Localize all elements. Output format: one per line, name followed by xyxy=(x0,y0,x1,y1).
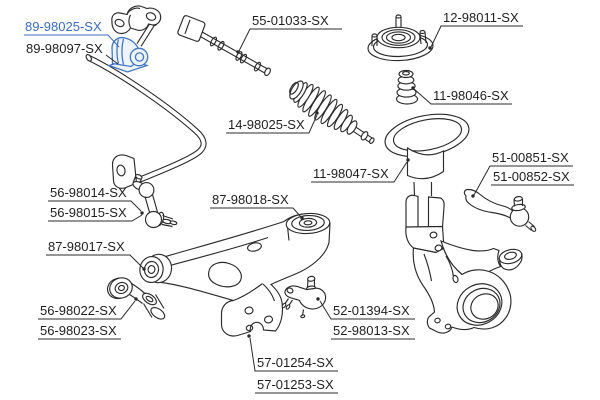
part-number-link[interactable]: 57-01254-SX xyxy=(257,355,334,370)
part-label-57-01254: 57-01254-SX xyxy=(247,334,338,372)
steering-knuckle xyxy=(405,181,523,334)
outer-tie-rod-end xyxy=(463,188,537,232)
part-label-89-98025: 89-98025-SX xyxy=(24,19,120,48)
control-arm-front-bushing xyxy=(139,253,173,284)
part-number-link[interactable]: 55-01033-SX xyxy=(252,13,329,28)
part-number-link[interactable]: 12-98011-SX xyxy=(443,10,519,25)
part-number-link[interactable]: 52-01394-SX xyxy=(333,303,410,318)
inner-tie-rod xyxy=(177,15,271,77)
lower-control-arm xyxy=(139,212,331,337)
part-label-89-98097: 89-98097-SX xyxy=(26,41,119,65)
stabilizer-bar-bracket xyxy=(111,5,162,35)
part-label-12-98011: 12-98011-SX xyxy=(428,10,523,50)
part-label-52-98013: 52-98013-SX xyxy=(331,323,415,340)
part-number-link[interactable]: 56-98023-SX xyxy=(40,323,117,338)
stabilizer-bar-end-bracket xyxy=(111,154,138,189)
stabilizer-bar xyxy=(85,16,207,183)
part-number-link[interactable]: 14-98025-SX xyxy=(228,117,305,132)
part-number-link[interactable]: 52-98013-SX xyxy=(333,323,410,338)
part-label-87-98018: 87-98018-SX xyxy=(210,192,304,220)
part-number-link[interactable]: 56-98014-SX xyxy=(50,185,127,200)
part-label-51-00851: 51-00851-SX xyxy=(471,150,573,198)
control-arm-rear-bushing xyxy=(285,212,331,241)
part-number-link[interactable]: 89-98097-SX xyxy=(26,41,103,56)
part-label-52-01394: 52-01394-SX xyxy=(316,297,415,320)
part-label-11-98046: 11-98046-SX xyxy=(411,86,512,105)
part-number-link[interactable]: 56-98022-SX xyxy=(40,303,117,318)
part-number-link[interactable]: 51-00852-SX xyxy=(493,169,570,184)
part-number-link[interactable]: 87-98017-SX xyxy=(48,239,125,254)
part-number-link[interactable]: 11-98047-SX xyxy=(313,166,389,181)
part-label-56-98023: 56-98023-SX xyxy=(38,323,121,340)
control-arm-bushing-assembly xyxy=(106,277,166,320)
strut-mount xyxy=(367,14,434,62)
part-label-51-00852: 51-00852-SX xyxy=(491,169,574,186)
part-label-87-98017: 87-98017-SX xyxy=(46,239,146,271)
part-label-11-98047: 11-98047-SX xyxy=(311,158,410,183)
stabilizer-bar-bushing xyxy=(106,36,150,73)
part-number-link[interactable]: 56-98015-SX xyxy=(50,205,127,220)
part-label-57-01253: 57-01253-SX xyxy=(255,377,338,394)
part-number-link[interactable]: 87-98018-SX xyxy=(212,192,289,207)
part-number-link[interactable]: 89-98025-SX xyxy=(25,19,102,34)
part-label-56-98014: 56-98014-SX xyxy=(48,185,142,212)
part-number-link[interactable]: 11-98046-SX xyxy=(433,88,509,103)
part-label-14-98025: 14-98025-SX xyxy=(226,111,319,134)
part-number-link[interactable]: 51-00851-SX xyxy=(492,150,569,165)
steering-rack-boot xyxy=(289,80,375,144)
part-number-link[interactable]: 57-01253-SX xyxy=(257,377,334,392)
strut-dust-boot xyxy=(384,113,470,180)
part-label-55-01033: 55-01033-SX xyxy=(236,13,342,54)
ball-joint xyxy=(281,275,327,319)
strut-bump-stop xyxy=(395,69,419,105)
part-label-56-98015: 56-98015-SX xyxy=(48,205,144,222)
part-label-56-98022: 56-98022-SX xyxy=(38,297,138,320)
stabilizer-link xyxy=(132,173,178,229)
